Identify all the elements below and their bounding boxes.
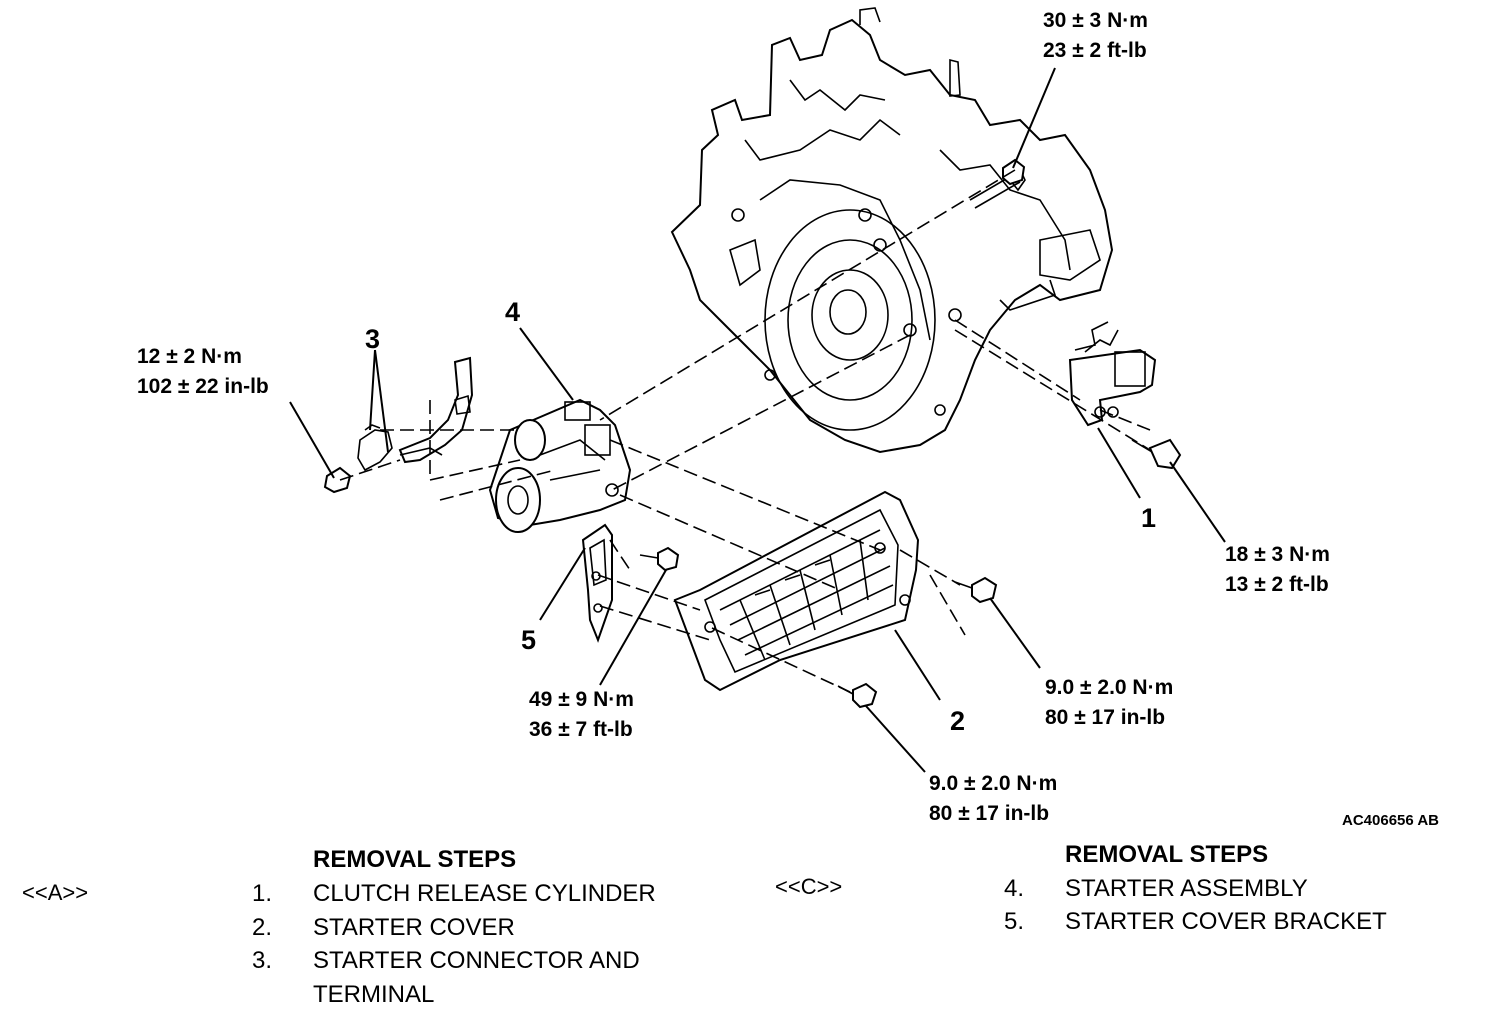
step-text: STARTER COVER <box>313 914 515 941</box>
step-number: 1. <box>252 880 273 907</box>
step-text: STARTER ASSEMBLY <box>1065 875 1308 902</box>
callout-4: 4 <box>505 297 521 327</box>
callout-5: 5 <box>521 625 537 655</box>
step-text: CLUTCH RELEASE CYLINDER <box>313 880 656 907</box>
starter-cover <box>673 490 920 692</box>
starter-connector-terminal <box>323 356 474 494</box>
callout-3: 3 <box>365 324 381 354</box>
torque-label-transaxle-bolt: 30 ± 3 N·m 23 ± 2 ft-lb <box>1043 6 1148 66</box>
torque-metric: 12 ± 2 N·m <box>137 345 242 368</box>
torque-imperial: 80 ± 17 in-lb <box>1045 706 1166 729</box>
figure-id: AC406656 AB <box>1342 812 1439 829</box>
step-text: TERMINAL <box>313 981 435 1008</box>
torque-metric: 18 ± 3 N·m <box>1225 543 1330 566</box>
callout-1: 1 <box>1141 503 1157 533</box>
torque-imperial: 80 ± 17 in-lb <box>929 802 1050 825</box>
callout-2: 2 <box>950 706 966 736</box>
right-steps-heading: REMOVAL STEPS <box>1065 841 1269 868</box>
step-number: 5. <box>1004 908 1025 935</box>
torque-metric: 49 ± 9 N·m <box>529 688 634 711</box>
left-reference-mark: <<A>> <box>22 880 89 905</box>
starter-cover-bracket <box>581 523 613 643</box>
left-steps-heading: REMOVAL STEPS <box>313 846 517 873</box>
torque-label-bracket-bolt: 49 ± 9 N·m 36 ± 7 ft-lb <box>529 685 634 745</box>
torque-imperial: 36 ± 7 ft-lb <box>529 718 633 741</box>
torque-metric: 9.0 ± 2.0 N·m <box>929 772 1058 795</box>
bolts <box>639 158 1026 709</box>
torque-label-cover-bolt-lower: 9.0 ± 2.0 N·m 80 ± 17 in-lb <box>929 769 1057 829</box>
step-number: 3. <box>252 947 273 974</box>
transaxle-housing <box>670 7 1114 454</box>
torque-label-terminal-nut: 12 ± 2 N·m 102 ± 22 in-lb <box>137 342 269 402</box>
right-reference-mark: <<C>> <box>775 874 843 899</box>
torque-metric: 30 ± 3 N·m <box>1043 9 1148 32</box>
leader-lines <box>289 67 1226 773</box>
clutch-release-cylinder <box>1068 321 1182 470</box>
starter-assembly <box>488 398 632 533</box>
torque-imperial: 13 ± 2 ft-lb <box>1225 573 1329 596</box>
torque-label-cover-bolt-upper: 9.0 ± 2.0 N·m 80 ± 17 in-lb <box>1045 673 1173 733</box>
torque-metric: 9.0 ± 2.0 N·m <box>1045 676 1174 699</box>
torque-imperial: 102 ± 22 in-lb <box>137 375 269 398</box>
step-number: 4. <box>1004 875 1025 902</box>
step-text: STARTER CONNECTOR AND <box>313 947 640 974</box>
step-text: STARTER COVER BRACKET <box>1065 908 1387 935</box>
torque-imperial: 23 ± 2 ft-lb <box>1043 39 1147 62</box>
torque-label-cylinder-bolt: 18 ± 3 N·m 13 ± 2 ft-lb <box>1225 540 1330 600</box>
step-number: 2. <box>252 914 273 941</box>
assembly-lines <box>339 169 1151 693</box>
